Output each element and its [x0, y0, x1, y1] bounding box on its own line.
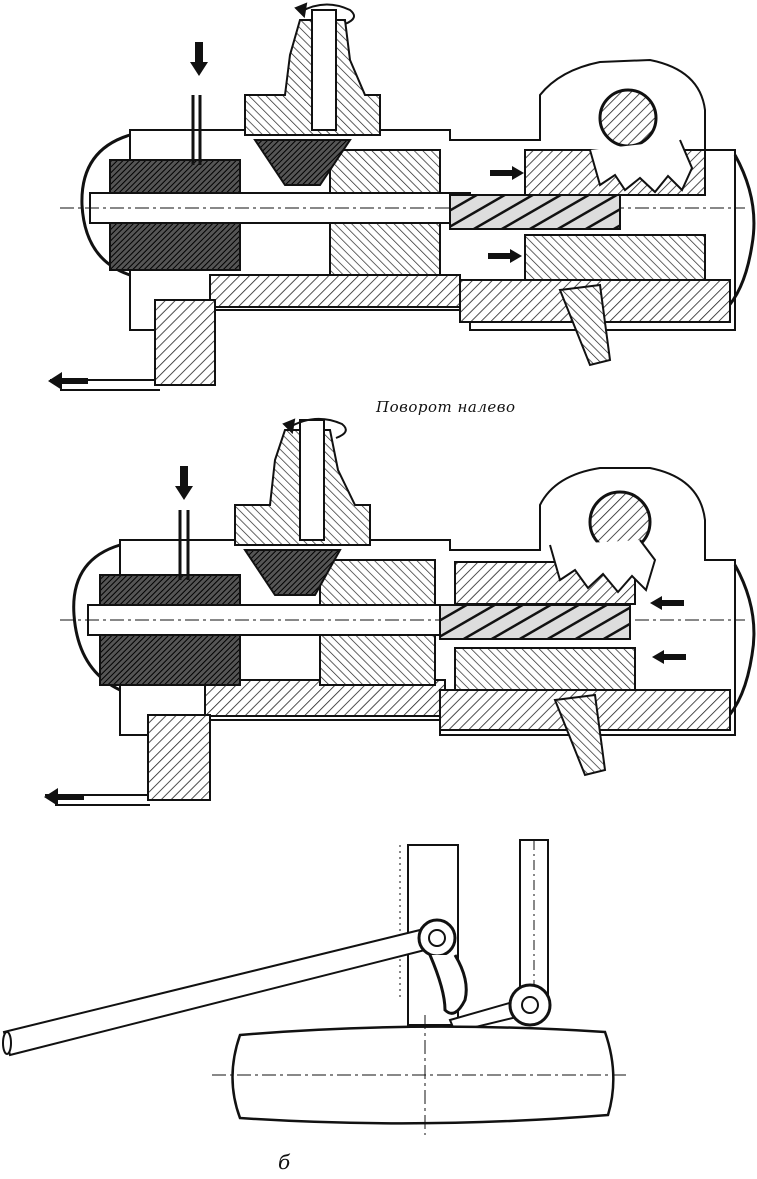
- steering-knuckle-hook: [428, 954, 468, 1015]
- top-worm-screw: [449, 194, 621, 230]
- top-pressure-arrow-upper: [490, 166, 524, 180]
- mid-adjust-screw: [553, 693, 607, 777]
- mid-pressure-arrow-lower: [652, 650, 686, 664]
- top-right-end-cap: [723, 154, 756, 312]
- mid-left-end-cap: [72, 543, 121, 692]
- caption-b: б: [278, 1150, 291, 1174]
- top-adjust-screw: [558, 283, 612, 367]
- top-column-shaft: [311, 9, 337, 131]
- mid-pressure-arrow-upper: [650, 596, 684, 610]
- mid-worm-screw: [439, 604, 631, 640]
- mid-column-shaft: [299, 419, 325, 541]
- top-bevel-gear: [253, 139, 352, 186]
- mid-bevel-gear: [243, 549, 342, 596]
- middle-sectional-view: [45, 417, 756, 806]
- top-sector-gear: [589, 139, 694, 194]
- top-piston-lower: [524, 234, 706, 281]
- mid-outlet-arrow-icon: [44, 788, 84, 806]
- top-sectional-view: [50, 2, 756, 391]
- mid-right-end-cap: [723, 564, 756, 722]
- mid-piston-lower: [454, 647, 636, 691]
- top-housing-wall-lower: [209, 274, 461, 308]
- top-outlet-channel: [154, 299, 216, 386]
- caption-turn-left: Поворот налево: [376, 398, 516, 416]
- top-inlet-arrow-icon: [190, 42, 208, 76]
- top-left-end-cap: [80, 133, 131, 277]
- top-sector-shaft: [598, 88, 658, 148]
- top-pressure-arrow-lower: [488, 249, 522, 263]
- top-outlet-arrow-icon: [48, 372, 88, 390]
- mid-inlet-arrow-icon: [175, 466, 193, 500]
- mid-sector-gear: [549, 539, 657, 594]
- steering-linkage-view: [2, 839, 630, 1135]
- mid-outlet-channel: [147, 714, 211, 801]
- top-rotation-arrow-icon: [299, 3, 355, 25]
- mid-rotation-arrow-icon: [287, 417, 347, 439]
